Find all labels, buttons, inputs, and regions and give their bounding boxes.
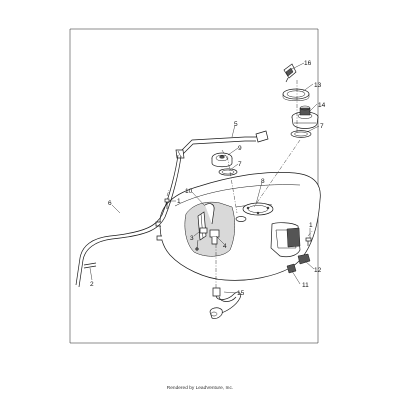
callout-15: 15	[237, 290, 245, 297]
callout-5: 5	[234, 121, 238, 128]
filler-cap-left	[211, 152, 233, 168]
nut	[286, 263, 297, 274]
filler-neck-opening	[235, 216, 247, 222]
callout-7-right: 7	[320, 123, 324, 130]
callout-13: 13	[314, 82, 322, 89]
callout-11: 11	[302, 282, 309, 289]
callout-8: 8	[261, 178, 265, 185]
cap-seal-ring	[282, 88, 310, 101]
screw-right	[305, 237, 312, 246]
fuel-pump-assembly	[195, 203, 220, 251]
screw-left	[164, 198, 170, 209]
cap-gasket	[290, 130, 312, 138]
hose-clamp	[83, 262, 97, 269]
vent-hose	[175, 130, 269, 159]
fuel-hose	[209, 287, 241, 319]
fuel-pump-flange	[242, 202, 274, 216]
callout-4: 4	[223, 243, 227, 250]
fuel-outlet-fitting	[209, 229, 220, 238]
fuel-cap	[291, 105, 319, 129]
callout-3: 3	[190, 235, 194, 242]
callout-12: 12	[314, 267, 322, 274]
leader-lines	[89, 62, 320, 294]
callout-1-right: 1	[309, 222, 313, 229]
fuel-tank	[155, 172, 321, 281]
callout-1-left: 1	[177, 198, 181, 205]
vent-line	[75, 154, 182, 288]
tank-left-panel	[184, 202, 235, 257]
callout-14: 14	[318, 102, 326, 109]
callout-10: 10	[185, 188, 193, 195]
grommet	[297, 253, 311, 265]
gasket-left	[218, 168, 238, 176]
callout-9: 9	[238, 145, 242, 152]
footer-credit: Rendered by LeadVenture, Inc.	[166, 386, 234, 391]
callout-2: 2	[90, 281, 94, 288]
diagram-border	[69, 28, 319, 344]
cap-key-lock	[283, 63, 297, 83]
callout-6: 6	[108, 200, 112, 207]
callout-16: 16	[304, 60, 312, 67]
callout-7-left: 7	[238, 161, 242, 168]
